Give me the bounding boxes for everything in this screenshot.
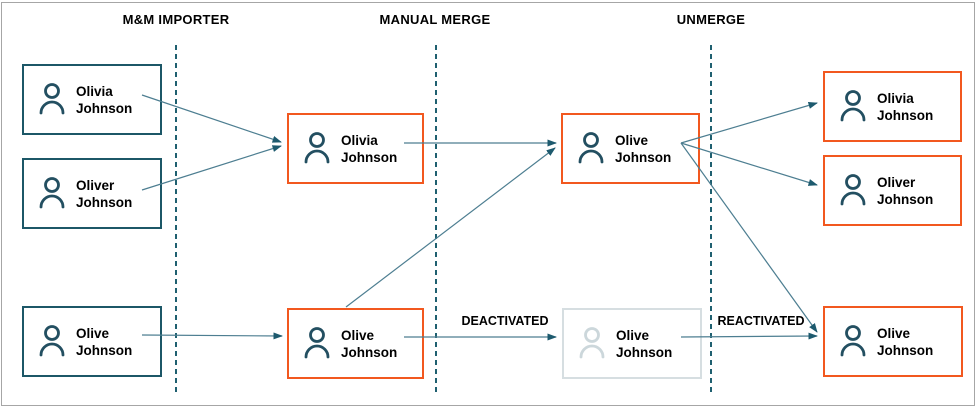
card-unmerge-oliver: Oliver Johnson (823, 155, 962, 226)
person-name: Oliver Johnson (877, 174, 934, 207)
person-name: Olivia Johnson (76, 83, 133, 116)
card-merged-olive: Olive Johnson (561, 113, 700, 184)
card-import-oliver: Oliver Johnson (22, 158, 162, 229)
card-merge-olive: Olive Johnson (287, 308, 424, 379)
person-icon (37, 82, 67, 118)
person-icon (838, 324, 868, 360)
person-icon (577, 326, 607, 362)
person-icon (838, 89, 868, 125)
phase-header-manual-merge: MANUAL MERGE (379, 12, 491, 27)
person-icon (302, 131, 332, 167)
person-name: Olivia Johnson (341, 132, 398, 165)
person-icon (838, 173, 868, 209)
person-name: Olive Johnson (616, 327, 673, 360)
card-import-olive: Olive Johnson (22, 306, 162, 377)
card-deactivated-olive: Olive Johnson (562, 308, 702, 379)
card-merge-olivia: Olivia Johnson (287, 113, 424, 184)
card-import-olivia: Olivia Johnson (22, 64, 162, 135)
person-icon (302, 326, 332, 362)
phase-header-unmerge: UNMERGE (676, 12, 746, 27)
person-icon (576, 131, 606, 167)
person-name: Olive Johnson (341, 327, 398, 360)
person-name: Olive Johnson (615, 132, 672, 165)
person-icon (37, 176, 67, 212)
card-unmerge-olivia: Olivia Johnson (823, 71, 962, 142)
phase-header-mm-importer: M&M IMPORTER (122, 12, 230, 27)
card-unmerge-olive: Olive Johnson (823, 306, 963, 377)
person-name: Oliver Johnson (76, 177, 133, 210)
person-name: Olivia Johnson (877, 90, 934, 123)
reactivated-label: REACTIVATED (717, 314, 805, 328)
person-icon (37, 324, 67, 360)
person-name: Olive Johnson (877, 325, 934, 358)
deactivated-label: DEACTIVATED (461, 314, 549, 328)
person-name: Olive Johnson (76, 325, 133, 358)
